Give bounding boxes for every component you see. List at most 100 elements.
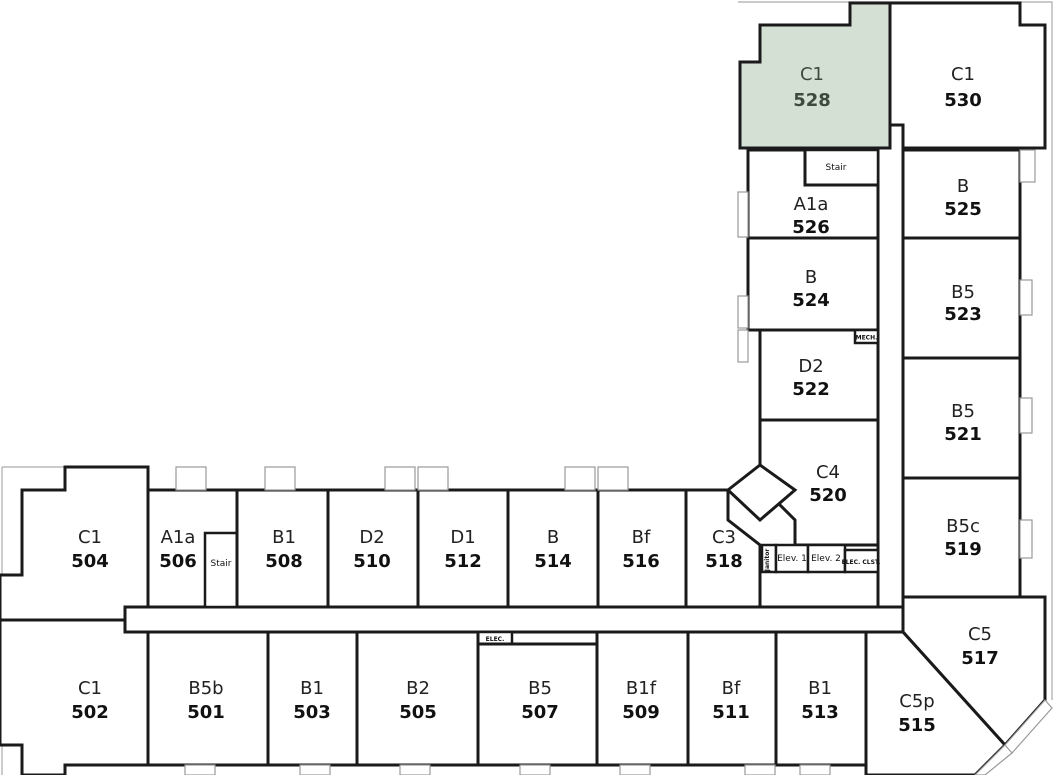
window <box>597 466 629 491</box>
corridor-horizontal <box>123 605 905 634</box>
elevator-1-label: Elev. 1 <box>777 554 807 564</box>
stair-west: Stair <box>203 531 239 609</box>
unit-type: B5b <box>188 678 223 699</box>
electrical-closet: ELEC. CLST. <box>842 548 880 574</box>
unit-number: 521 <box>944 424 982 445</box>
window <box>264 466 296 491</box>
unit-number: 510 <box>353 551 391 572</box>
unit-520[interactable]: C4 520 <box>758 418 880 547</box>
unit-number: 506 <box>159 551 197 572</box>
unit-518[interactable]: C3 518 <box>684 488 762 609</box>
unit-517[interactable]: C5 517 <box>901 595 1047 748</box>
stair-north: Stair <box>803 148 880 187</box>
unit-515[interactable]: C5p 515 <box>864 630 1008 775</box>
unit-number: 522 <box>792 379 830 400</box>
unit-505[interactable]: B2 505 <box>355 630 480 767</box>
unit-type: D2 <box>798 356 823 377</box>
unit-number: 505 <box>399 702 437 723</box>
unit-514[interactable]: B 514 <box>506 488 600 609</box>
window <box>737 329 749 363</box>
stair-label: Stair <box>826 163 847 173</box>
corner-bay <box>725 463 798 523</box>
unit-511[interactable]: Bf 511 <box>686 630 778 767</box>
mech-room: MECH. <box>853 328 880 345</box>
unit-number: 515 <box>898 715 936 736</box>
unit-number: 525 <box>944 199 982 220</box>
window <box>175 466 207 491</box>
unit-525[interactable]: B 525 <box>901 148 1022 240</box>
unit-502[interactable]: C1 502 <box>0 618 150 775</box>
unit-number: 509 <box>622 702 660 723</box>
unit-type: B1 <box>808 678 832 699</box>
unit-type: C5 <box>968 624 992 645</box>
unit-type: Bf <box>722 678 741 699</box>
unit-524[interactable]: B 524 <box>746 236 880 332</box>
unit-513[interactable]: B1 513 <box>774 630 868 767</box>
unit-508[interactable]: B1 508 <box>235 488 330 609</box>
unit-type: B2 <box>406 678 430 699</box>
unit-number: 526 <box>792 217 830 238</box>
unit-number: 511 <box>712 702 750 723</box>
unit-number: 508 <box>265 551 303 572</box>
window <box>564 466 596 491</box>
unit-type: B1f <box>626 678 657 699</box>
unit-521[interactable]: B5 521 <box>901 356 1022 480</box>
unit-501[interactable]: B5b 501 <box>146 630 270 767</box>
window <box>737 295 749 329</box>
unit-type: D1 <box>450 527 475 548</box>
mech-label: MECH. <box>856 335 878 342</box>
window <box>619 764 651 775</box>
window <box>737 191 749 238</box>
unit-510[interactable]: D2 510 <box>326 488 420 609</box>
window <box>299 764 331 775</box>
janitor-label: Janitor <box>764 549 771 573</box>
unit-number: 524 <box>792 290 830 311</box>
unit-type: C1 <box>800 64 824 85</box>
electrical-room: ELEC. <box>476 630 514 646</box>
unit-530[interactable]: C1 530 <box>888 1 1047 150</box>
window <box>1019 149 1036 183</box>
unit-number: 523 <box>944 304 982 325</box>
unit-type: B <box>957 176 969 197</box>
unit-528[interactable]: C1 528 <box>738 1 892 150</box>
unit-type: C1 <box>951 64 975 85</box>
unit-type: A1a <box>794 194 829 215</box>
unit-number: 528 <box>793 90 831 111</box>
unit-number: 501 <box>187 702 225 723</box>
unit-503[interactable]: B1 503 <box>266 630 359 767</box>
unit-number: 504 <box>71 551 109 572</box>
unit-number: 512 <box>444 551 482 572</box>
unit-504[interactable]: C1 504 <box>0 465 150 622</box>
unit-type: C1 <box>78 527 102 548</box>
electrical-label: ELEC. <box>486 636 505 643</box>
unit-number: 517 <box>961 648 999 669</box>
unit-type: B5 <box>951 282 975 303</box>
window <box>184 764 216 775</box>
unit-type: B1 <box>300 678 324 699</box>
elevator-2: Elev. 2 <box>806 543 847 574</box>
unit-type: B5 <box>951 401 975 422</box>
unit-507[interactable]: B5 507 <box>476 642 599 767</box>
unit-523[interactable]: B5 523 <box>901 236 1022 360</box>
windows <box>175 149 1036 775</box>
unit-type: C1 <box>78 678 102 699</box>
elevator-2-label: Elev. 2 <box>811 554 841 564</box>
unit-type: C5p <box>899 691 934 712</box>
unit-512[interactable]: D1 512 <box>416 488 510 609</box>
unit-526[interactable]: A1a 526 <box>746 148 880 240</box>
window <box>1019 519 1033 559</box>
unit-number: 520 <box>809 485 847 506</box>
unit-type: A1a <box>161 527 196 548</box>
unit-type: C3 <box>712 527 736 548</box>
unit-type: B <box>547 527 559 548</box>
unit-519[interactable]: B5c 519 <box>901 476 1022 599</box>
janitor-closet: Janitor <box>760 543 778 574</box>
window <box>399 764 431 775</box>
unit-type: D2 <box>359 527 384 548</box>
unit-516[interactable]: Bf 516 <box>596 488 688 609</box>
window <box>1019 397 1033 434</box>
unit-509[interactable]: B1f 509 <box>595 630 690 767</box>
window <box>384 466 416 491</box>
unit-number: 519 <box>944 539 982 560</box>
unit-number: 530 <box>944 90 982 111</box>
